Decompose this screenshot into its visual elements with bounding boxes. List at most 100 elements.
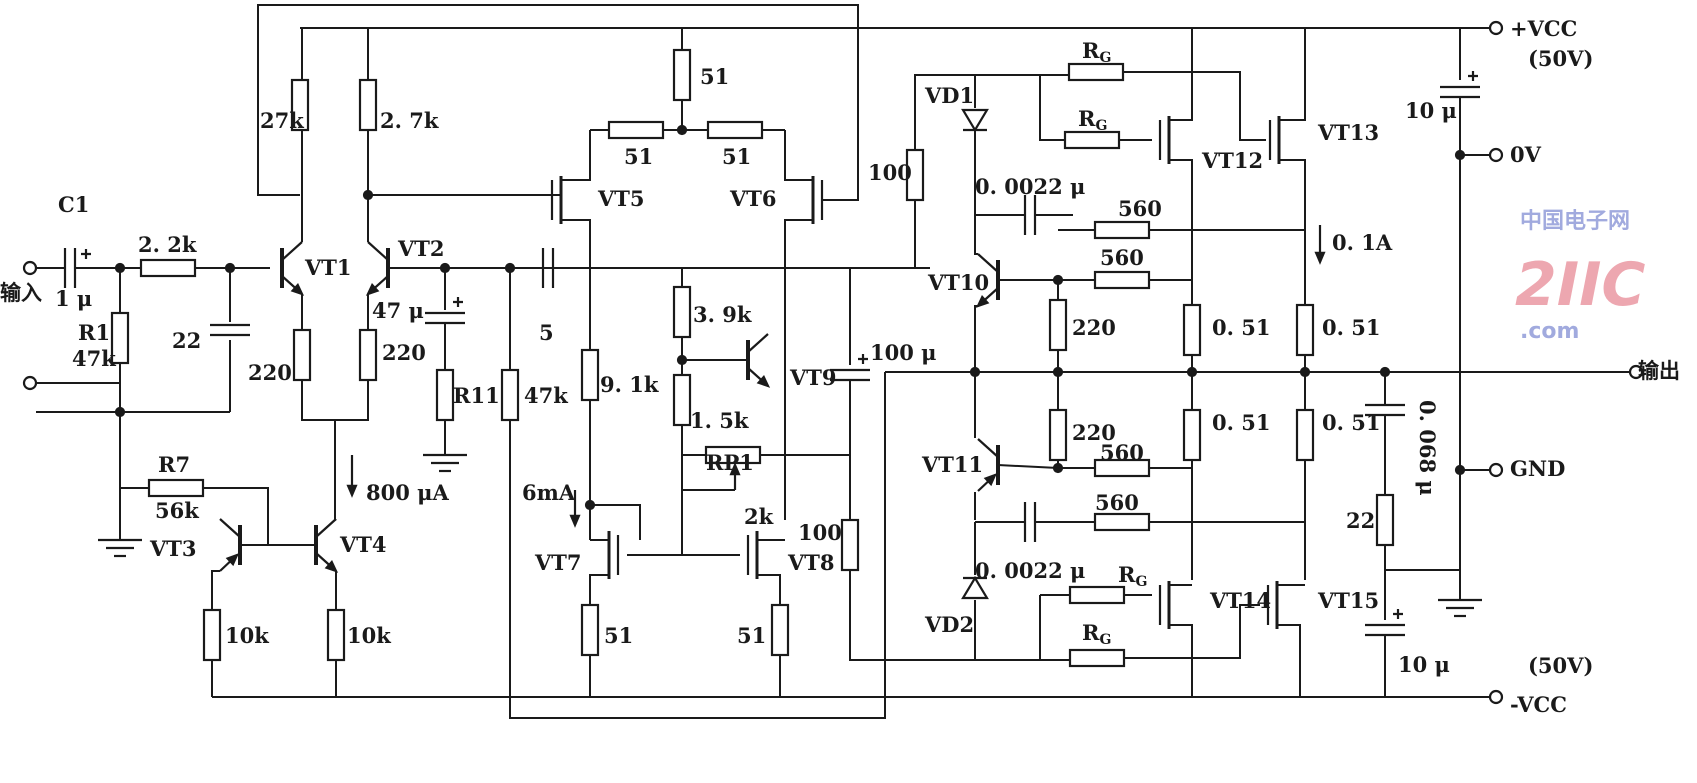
label: VD1 [924,83,974,108]
resistor [147,478,205,498]
label: VT4 [339,532,387,557]
label: R1 [78,320,110,345]
label: VT3 [149,536,197,561]
label: 2. 2k [138,232,197,257]
label: VT8 [787,550,835,575]
resistor [580,348,600,402]
wire [1039,595,1070,661]
terminal-labels: 输入 输出 +VCC (50V) -VCC (50V) 0V GND [0,16,1680,717]
current-arrow-head [1314,251,1326,265]
junction-dot [1454,464,1466,476]
wire [914,200,930,269]
junction-dot [1052,366,1064,378]
wire [1122,71,1266,141]
transistor-collector [367,241,389,261]
wire [1169,624,1193,697]
wire [914,74,975,150]
resistor [770,603,790,657]
label: 10 μ [1405,98,1457,123]
wire [1124,604,1260,659]
resistor [1093,270,1151,290]
label: VT10 [927,270,989,295]
label: 220 [248,360,292,385]
label: 51 [604,623,633,648]
label: 51 [737,623,766,648]
resistor [110,311,130,365]
label: 22 [172,328,201,353]
resistor [290,78,310,132]
diode [961,575,989,600]
wire [211,570,220,610]
label: VT2 [397,236,445,261]
resistor [704,445,762,465]
label: 27k [260,108,304,133]
transistor-collector [219,518,241,538]
label: 51 [700,64,729,89]
components [22,20,1644,705]
junction-dot [584,499,596,511]
resistor [1068,648,1126,668]
label: 47 μ [372,298,424,323]
resistor [292,328,312,382]
wire [784,219,813,520]
resistor [1048,298,1068,352]
label: 0. 1A [1332,230,1393,255]
junction-dot [114,262,126,274]
resistor [672,373,692,427]
label: 1. 5k [690,408,749,433]
transistor-collector [281,241,303,261]
junction-dot [1052,462,1064,474]
rg-label: RG [1078,106,1107,134]
wire [1039,75,1070,141]
junction-dot [439,262,451,274]
wire [1277,624,1301,697]
wire [757,574,781,610]
resistor [1093,512,1151,532]
output-label: 输出 [1638,359,1680,383]
transistor-emitter-head [365,282,380,296]
label: 100 [868,160,912,185]
resistor [1093,458,1151,478]
wire [1279,159,1306,305]
label: 800 μA [366,480,450,505]
resistor [1295,408,1315,462]
wire [974,305,978,372]
junction-dot [969,366,981,378]
label: 0. 51 [1212,315,1270,340]
junction-dot [1454,149,1466,161]
transistor-emitter-head [225,553,240,567]
current-arrow-head [569,514,581,528]
label: 51 [722,144,751,169]
label: 51 [624,144,653,169]
label: 0. 0022 μ [975,174,1085,199]
terminal [1488,147,1504,163]
resistor [358,328,378,382]
resistor [1295,303,1315,357]
wire [561,219,591,350]
zero-v-label: 0V [1510,142,1542,167]
plus-icon [453,297,463,307]
resistor [1093,220,1151,240]
resistor [1068,585,1126,605]
label: 100 [798,520,842,545]
wire [1169,159,1193,305]
resistor [706,120,764,140]
label: 2k [744,504,774,529]
terminal [1488,689,1504,705]
label: 47k [72,346,116,371]
terminal [1488,462,1504,478]
label: 56k [155,498,199,523]
resistor [672,285,692,339]
plus-icon [1468,71,1478,81]
label: 0. 51 [1322,410,1380,435]
rg-label: RG [1118,562,1147,590]
terminal [22,375,38,391]
junction-dot [362,189,374,201]
wires [36,4,1630,719]
label: 22 [1346,508,1375,533]
vcc-pos-label: +VCC [1510,16,1577,41]
component-labels: C1 1 μ 2. 2k R1 47k 22 R7 56k VT1 VT2 VT… [55,38,1457,677]
label: 3. 9k [693,302,752,327]
